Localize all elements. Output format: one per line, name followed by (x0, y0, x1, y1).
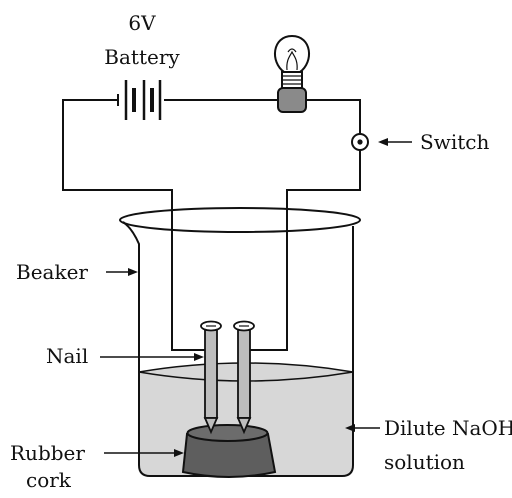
rubber-cork-label-line1: Rubber (10, 441, 85, 465)
switch-arrow (378, 138, 412, 146)
nail-arrow (100, 353, 204, 361)
circuit-wires (62, 99, 361, 351)
switch-label: Switch (420, 130, 489, 154)
rubber-cork (181, 424, 277, 478)
solution-label-line1: Dilute NaOH (384, 416, 512, 440)
rubber-cork-label-line2: cork (26, 468, 72, 492)
beaker-arrow (106, 268, 138, 276)
solution-label-line2: solution (384, 450, 465, 474)
battery-label: Battery (104, 45, 180, 69)
switch-icon (351, 133, 369, 151)
light-bulb-icon (274, 34, 310, 113)
solution-arrow (345, 424, 380, 432)
nail-label: Nail (46, 344, 88, 368)
beaker-label: Beaker (16, 260, 88, 284)
battery-icon (117, 80, 162, 120)
battery-voltage-label: 6V (128, 11, 156, 35)
nail-right (233, 320, 255, 435)
nail-left (200, 320, 222, 435)
cork-arrow (104, 449, 184, 457)
